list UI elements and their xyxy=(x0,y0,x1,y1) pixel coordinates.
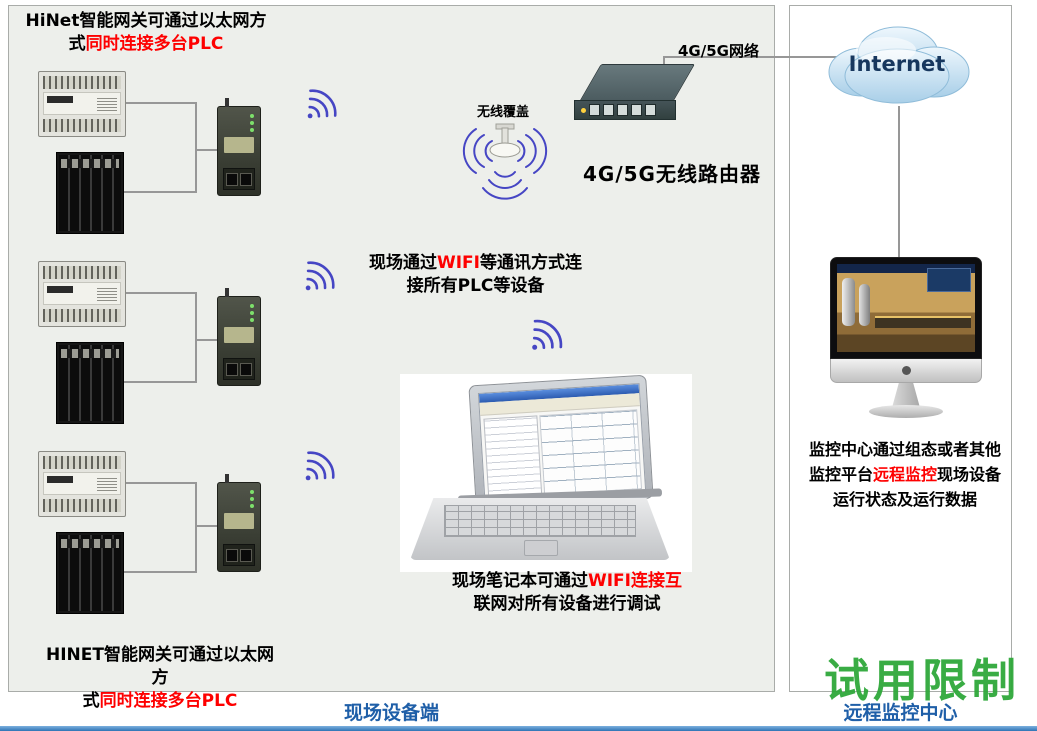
monitor-note: 监控中心通过组态或者其他 监控平台远程监控现场设备 运行状态及运行数据 xyxy=(796,437,1014,512)
apple-logo-icon xyxy=(901,366,911,375)
connection-line xyxy=(195,292,197,383)
trial-watermark: 试用限制 xyxy=(824,654,1021,707)
connection-line xyxy=(196,149,217,151)
connection-line xyxy=(123,381,196,383)
note-line-red: 同时连接多台PLC xyxy=(85,34,224,54)
note-line: 式 xyxy=(68,34,86,54)
cloud-monitor-line xyxy=(898,106,900,258)
router-4g5g-device xyxy=(574,62,695,126)
note-line: 现场设备 xyxy=(937,465,1002,484)
router-top-face xyxy=(579,64,695,102)
connection-line xyxy=(195,102,197,193)
scada-screenshot xyxy=(837,264,975,352)
note-line: 现场笔记本可通过 xyxy=(451,571,588,591)
connection-line xyxy=(125,292,196,294)
wireless-coverage-antenna-icon xyxy=(462,123,548,200)
network-label: 4G/5G网络 xyxy=(678,42,759,60)
hinet-gateway xyxy=(217,288,261,386)
tank-graphic xyxy=(859,284,870,326)
connection-line xyxy=(196,339,217,341)
connection-line xyxy=(195,482,197,573)
router-label: 4G/5G无线路由器 xyxy=(583,162,761,186)
note-line: 接所有PLC等设备 xyxy=(406,276,545,296)
laptop-note: 现场笔记本可通过WIFI连接互 联网对所有设备进行调试 xyxy=(423,570,711,616)
note-line: 运行状态及运行数据 xyxy=(832,490,977,509)
ladder-editor-area xyxy=(539,409,643,496)
laptop-keyboard xyxy=(410,498,670,560)
monitor-chin xyxy=(830,359,982,383)
coverage-label: 无线覆盖 xyxy=(477,105,530,120)
top-note: HiNet智能网关可通过以太网方 式同时连接多台PLC xyxy=(20,10,272,56)
keyboard-keys xyxy=(443,505,637,537)
bottom-divider-bar xyxy=(0,726,1037,731)
note-line: 监控中心通过组态或者其他 xyxy=(808,440,1001,459)
connection-line xyxy=(123,191,196,193)
hinet-gateway xyxy=(217,98,261,196)
hinet-gateway xyxy=(217,474,261,572)
wifi-note: 现场通过WIFI等通讯方式连 接所有PLC等设备 xyxy=(368,252,583,298)
note-line: 联网对所有设备进行调试 xyxy=(473,594,661,614)
wifi-signal-icon xyxy=(307,89,337,119)
bottom-note: HINET智能网关可通过以太网方 式同时连接多台PLC xyxy=(40,644,280,713)
wifi-signal-icon xyxy=(305,261,335,291)
connection-line xyxy=(123,571,196,573)
note-line: HINET智能网关可通过以太网方 xyxy=(46,645,274,688)
connection-line xyxy=(196,525,217,527)
plc-rack-unit xyxy=(56,152,124,234)
note-line: HiNet智能网关可通过以太网方 xyxy=(25,11,267,31)
connection-line xyxy=(125,102,196,104)
router-uplink-line xyxy=(663,56,665,70)
note-line-red: WIFI连接互 xyxy=(587,571,682,591)
connection-line xyxy=(125,482,196,484)
wifi-signal-icon xyxy=(305,451,335,481)
hmi-panel-graphic xyxy=(927,268,971,292)
touchpad xyxy=(524,540,558,556)
laptop-image xyxy=(400,374,692,572)
wifi-signal-icon xyxy=(532,319,563,350)
plc-compact-unit xyxy=(38,261,126,327)
plc-software-window xyxy=(477,383,647,503)
internet-cloud-icon: Internet xyxy=(828,26,970,104)
monitor-screen xyxy=(830,257,982,359)
router-cloud-line xyxy=(663,56,838,58)
monitor-stand-base xyxy=(869,405,943,418)
remote-center-caption: 远程监控中心 xyxy=(843,702,958,724)
internet-label: Internet xyxy=(849,52,946,76)
note-line: 现场通过 xyxy=(368,253,437,273)
project-tree-panel xyxy=(483,415,543,499)
field-side-caption: 现场设备端 xyxy=(343,702,439,724)
router-port-row xyxy=(574,100,676,120)
note-line: 式 xyxy=(82,691,100,711)
note-line-red: 同时连接多台PLC xyxy=(99,691,238,711)
plc-compact-unit xyxy=(38,71,126,137)
tank-graphic xyxy=(842,278,855,326)
plc-rack-unit xyxy=(56,532,124,614)
plc-rack-unit xyxy=(56,342,124,424)
note-line-red: 远程监控 xyxy=(872,465,937,484)
note-line: 等通讯方式连 xyxy=(480,253,582,273)
plc-compact-unit xyxy=(38,451,126,517)
conveyor-graphic xyxy=(875,316,971,328)
note-line-red: WIFI xyxy=(436,253,480,273)
note-line: 监控平台 xyxy=(808,465,873,484)
